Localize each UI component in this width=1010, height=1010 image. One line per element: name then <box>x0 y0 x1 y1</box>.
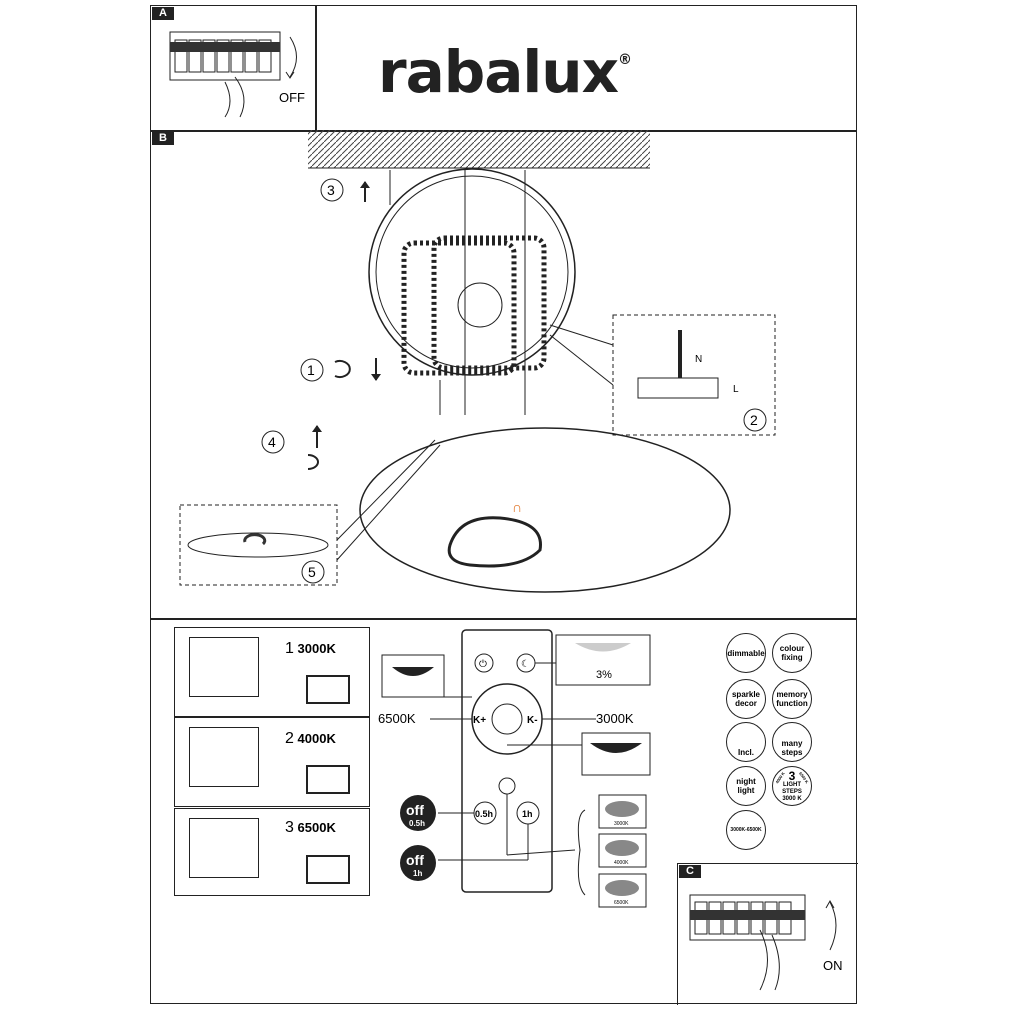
feature-memory-function: memory function <box>772 679 812 719</box>
section-c-box <box>677 863 858 1005</box>
off-label: off <box>406 852 424 868</box>
timer-half-label: 0.5h <box>475 809 493 819</box>
section-b-tag: B <box>152 132 174 145</box>
mode-number: 3 <box>285 819 294 836</box>
off-time: 0.5h <box>409 819 425 828</box>
k-plus-button[interactable]: K+ <box>473 715 486 726</box>
breaker-off-illustration: OFF <box>169 31 305 118</box>
switch-icon <box>306 765 350 794</box>
switch-icon <box>306 675 350 704</box>
mode-kelvin: 6500K <box>297 820 336 835</box>
timer-one-label: 1h <box>522 809 533 819</box>
off-label: off <box>406 802 424 818</box>
svg-text:∩: ∩ <box>512 499 522 515</box>
off-timer-half <box>400 795 436 831</box>
cover-detail <box>179 504 338 586</box>
rotate-icon <box>334 360 351 378</box>
feature-cct-range: 3000K-6500K <box>726 810 766 850</box>
mode-1-card <box>174 627 370 717</box>
mode-2-card <box>174 717 370 807</box>
off-time: 1h <box>413 869 422 878</box>
step-1-label: 1 <box>307 362 315 378</box>
feature-many-steps: many steps <box>772 722 812 762</box>
brand-name: rabalux <box>378 38 619 106</box>
remote-diagram: ⏻ ☾ K+ K- 0.5h 1h 6500K 3000K 3% 3000K 4… <box>378 629 651 908</box>
on-label: ON <box>823 958 843 973</box>
section-c-tag: C <box>679 865 701 878</box>
warmest-temp-label: 6500K <box>378 711 416 726</box>
divider <box>150 618 857 620</box>
mode-number: 1 <box>285 640 294 657</box>
step-2-label: 2 <box>750 412 758 428</box>
mounting-base <box>368 168 576 376</box>
lamp-thumb <box>189 637 259 697</box>
sparkle-modes: 3000K 4000K 6500K <box>598 794 647 908</box>
step-4-label: 4 <box>268 434 276 450</box>
live-label: L <box>733 384 739 395</box>
svg-text:⏻: ⏻ <box>479 659 487 670</box>
light-steps-label: LIGHT STEPS <box>782 781 802 795</box>
power-button[interactable] <box>474 653 494 673</box>
light-steps-number: 3 <box>788 768 796 783</box>
neutral-label: N <box>695 354 702 365</box>
night-percent-label: 3% <box>596 669 612 681</box>
divider <box>315 5 317 130</box>
breaker-on-illustration: ON <box>689 894 843 991</box>
wiring-detail <box>612 314 776 436</box>
off-timer-one <box>400 845 436 881</box>
step-3-label: 3 <box>327 182 335 198</box>
lamp-thumb <box>189 818 259 878</box>
feature-sparkle-decor: sparkle decor <box>726 679 766 719</box>
installation-diagram: 3 1 N L 2 4 ∩ 5 <box>179 130 776 593</box>
feature-colour-fixing: colour fixing <box>772 633 812 673</box>
sparkle-label: 3000K <box>614 821 629 827</box>
remote-control <box>461 629 553 893</box>
ceiling <box>308 130 650 168</box>
light-steps-sub: 3000 K <box>782 795 802 802</box>
svg-text:☾: ☾ <box>521 659 530 670</box>
mode-kelvin: 3000K <box>297 641 336 656</box>
page-frame <box>150 5 857 1004</box>
diffuser-cover <box>359 427 731 593</box>
brand-logo: rabalux® <box>378 38 632 106</box>
switch-icon <box>306 855 350 884</box>
sparkle-label: 6500K <box>614 900 629 906</box>
section-a-tag: A <box>152 7 174 20</box>
brand-mark: ® <box>617 52 632 68</box>
led-module <box>431 235 547 371</box>
feature-night-light: night light <box>726 766 766 806</box>
off-label: OFF <box>279 90 305 105</box>
feature-dimmable: dimmable <box>726 633 766 673</box>
mode-3-card <box>174 808 370 896</box>
sparkle-button[interactable] <box>498 777 516 795</box>
sparkle-label: 4000K <box>614 860 629 866</box>
feature-remote-included: Incl. <box>726 722 766 762</box>
coolest-temp-label: 3000K <box>596 711 634 726</box>
lamp-thumb <box>189 727 259 787</box>
mode-kelvin: 4000K <box>297 731 336 746</box>
k-minus-button[interactable]: K- <box>527 715 538 726</box>
mode-number: 2 <box>285 730 294 747</box>
step-5-label: 5 <box>308 564 316 580</box>
